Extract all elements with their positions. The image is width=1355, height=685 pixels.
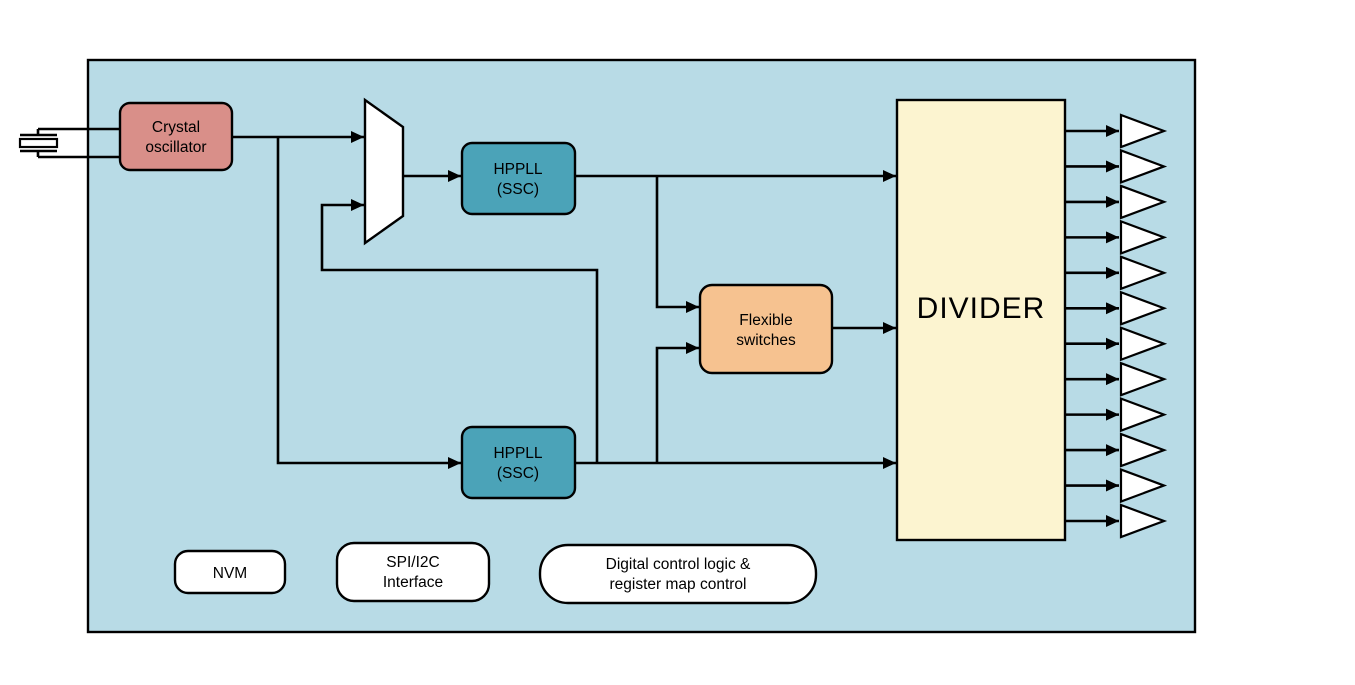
- spi-i2c-box: [335, 541, 491, 603]
- output-buffer-icon: [1119, 397, 1168, 433]
- digital-control-box: [538, 543, 818, 605]
- crystal-oscillator-block: Crystal oscillator: [118, 101, 234, 172]
- spi-i2c-label-line1: SPI/I2C: [386, 554, 439, 571]
- output-buffer-icon: [1119, 361, 1168, 397]
- output-buffer-icon: [1119, 184, 1168, 220]
- crystal-oscillator-label-line2: oscillator: [145, 139, 206, 156]
- hppll-top-box: [460, 141, 577, 216]
- flexible-switches-block: Flexible switches: [698, 283, 834, 375]
- hppll-bottom-label-line2: (SSC): [497, 465, 539, 482]
- hppll-bottom-label-line1: HPPLL: [493, 445, 542, 462]
- flexible-switches-label-line1: Flexible: [739, 312, 792, 329]
- crystal-body: [18, 137, 59, 149]
- spi-i2c-label-line2: Interface: [383, 574, 443, 591]
- digital-control-label-line1: Digital control logic &: [606, 556, 751, 573]
- crystal-oscillator-box: [118, 101, 234, 172]
- output-buffer-icon: [1119, 113, 1168, 149]
- output-buffer-icon: [1119, 290, 1168, 326]
- output-buffer-icon: [1119, 255, 1168, 291]
- hppll-top-label-line1: HPPLL: [493, 161, 542, 178]
- wire-hppll-top-to-switches: [655, 176, 699, 313]
- output-buffer-icon: [1119, 326, 1168, 362]
- digital-control-label-line2: register map control: [610, 576, 747, 593]
- crystal-oscillator-label-line1: Crystal: [152, 119, 200, 136]
- nvm-label: NVM: [213, 565, 247, 582]
- divider-block: DIVIDER: [895, 98, 1067, 542]
- hppll-bottom-box: [460, 425, 577, 500]
- nvm-box: [173, 549, 287, 595]
- output-buffer-icon: [1119, 467, 1168, 504]
- digital-control-block: Digital control logic & register map con…: [538, 543, 818, 605]
- crystal-symbol-icon: [18, 127, 120, 159]
- divider-label: DIVIDER: [917, 292, 1046, 325]
- divider-box: [895, 98, 1067, 542]
- hppll-bottom-block: HPPLL (SSC): [460, 425, 577, 500]
- output-buffers: [1065, 113, 1168, 539]
- wire-feedback-to-mux: [320, 199, 599, 463]
- hppll-top-label-line2: (SSC): [497, 181, 539, 198]
- flexible-switches-box: [698, 283, 834, 375]
- wire-hppll-bottom-to-switches: [655, 342, 699, 463]
- nvm-block: NVM: [173, 549, 287, 595]
- crystal-plates: [20, 129, 57, 157]
- output-buffer-icon: [1119, 432, 1168, 468]
- flexible-switches-label-line2: switches: [736, 332, 796, 349]
- spi-i2c-interface-block: SPI/I2C Interface: [335, 541, 491, 603]
- output-buffer-icon: [1119, 148, 1168, 185]
- wire-crystalosc-to-hppll-bottom: [276, 137, 461, 469]
- output-buffer-icon: [1119, 503, 1168, 539]
- clock-mux: [363, 97, 405, 246]
- output-buffer-icon: [1119, 219, 1168, 255]
- hppll-top-block: HPPLL (SSC): [460, 141, 577, 216]
